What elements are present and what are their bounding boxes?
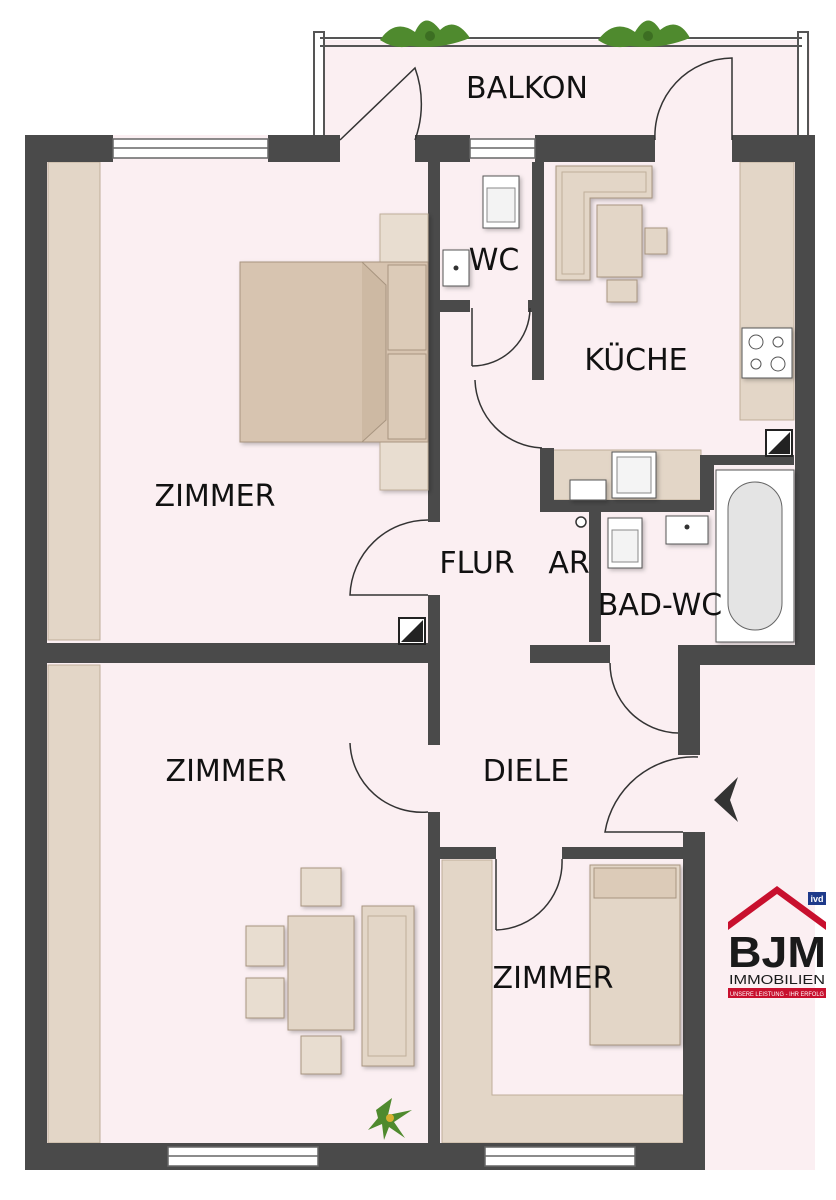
outer-wall-top-left: [25, 135, 113, 162]
door-balcony-left: [339, 66, 423, 141]
door-entrance: [604, 756, 699, 833]
label-zimmer-3: ZIMMER: [493, 961, 614, 996]
kitchen-furniture: [555, 165, 793, 501]
logo-badge-text: ivd: [810, 894, 823, 904]
bed-pillow-2: [387, 353, 427, 440]
shafts: [398, 429, 793, 645]
logo-badge: [808, 892, 826, 905]
double-bed: [239, 213, 429, 491]
kitchen-counter: [739, 161, 795, 421]
dining-set: [245, 867, 415, 1075]
wall-bad-bottom: [530, 645, 610, 663]
chair-left-1: [245, 925, 285, 967]
bed-side-table-bottom: [379, 441, 429, 491]
dining-table: [287, 915, 355, 1031]
entrance-arrow-icon: [714, 777, 738, 822]
windows: [112, 138, 636, 1167]
kitchen-chair-bottom: [606, 279, 638, 303]
kitchen-chair-right: [644, 227, 668, 255]
label-ar: AR: [548, 546, 589, 581]
plant-icon: [368, 1098, 412, 1140]
company-logo: ivd BJM IMMOBILIEN UNSERE LEISTUNG - IHR…: [728, 886, 826, 998]
bathroom-basin: [665, 515, 709, 545]
outer-wall-right-lower: [678, 645, 700, 755]
wardrobe-room-1: [47, 161, 101, 641]
built-in-units: [47, 161, 795, 1144]
kitchen-appliance: [569, 479, 607, 501]
wall-kitchen-bottom: [540, 448, 554, 508]
shaft-icon: [765, 429, 793, 457]
single-bed: [589, 864, 681, 1046]
door-bad: [609, 662, 679, 734]
single-bed-pillow: [593, 867, 677, 899]
wardrobe-room-2: [47, 664, 101, 1144]
door-zimmer-1: [349, 519, 429, 596]
logo-name: IMMOBILIEN: [729, 973, 825, 987]
wall-ar-bad: [589, 512, 601, 642]
kitchen-table: [596, 204, 643, 278]
logo-slogan-bar: [728, 988, 826, 998]
door-balcony-right: [654, 57, 733, 141]
door-zimmer-3: [495, 858, 563, 931]
chair-bottom: [300, 1035, 342, 1075]
stove: [741, 327, 793, 379]
label-kueche: KÜCHE: [584, 342, 687, 378]
label-flur: FLUR: [439, 546, 514, 581]
label-zimmer-2: ZIMMER: [166, 754, 287, 789]
bed-side-table-top: [379, 213, 429, 263]
logo-slogan: UNSERE LEISTUNG - IHR ERFOLG: [730, 992, 824, 998]
shaft-icon: [398, 617, 426, 645]
wc-fixtures: [442, 175, 520, 287]
door-zimmer-2: [349, 742, 429, 814]
wall-room1-room2: [47, 643, 440, 663]
label-wc: WC: [469, 243, 520, 278]
label-diele: DIELE: [483, 754, 570, 789]
chair-left-2: [245, 977, 285, 1019]
plant-icon: [380, 20, 470, 48]
wall-wc-bottom: [440, 300, 470, 312]
label-bad-wc: BAD-WC: [598, 588, 722, 623]
wall-room3-top: [440, 847, 496, 859]
bathroom-fixtures: [607, 469, 795, 643]
logo-roof: [728, 886, 826, 930]
bed-pillow-1: [387, 264, 427, 351]
chair-top: [300, 867, 342, 907]
logo-letters: BJM: [728, 928, 826, 977]
walls: [25, 135, 815, 1170]
label-zimmer-1: ZIMMER: [155, 479, 276, 514]
wall-wc-right: [532, 162, 544, 380]
ar-drain-icon: [575, 516, 587, 528]
label-balkon: BALKON: [466, 71, 588, 106]
door-kueche: [474, 379, 543, 449]
plant-icon: [598, 20, 690, 48]
sofa: [361, 905, 415, 1067]
outer-wall-right-upper: [795, 135, 815, 645]
doors: [339, 57, 733, 931]
outer-wall-left: [25, 135, 47, 1170]
room-labels: BALKON WC KÜCHE ZIMMER FLUR AR BAD-WC ZI…: [155, 71, 723, 996]
door-wc: [471, 307, 531, 367]
corner-bench: [555, 165, 653, 281]
wall-room1-flur: [428, 162, 440, 522]
